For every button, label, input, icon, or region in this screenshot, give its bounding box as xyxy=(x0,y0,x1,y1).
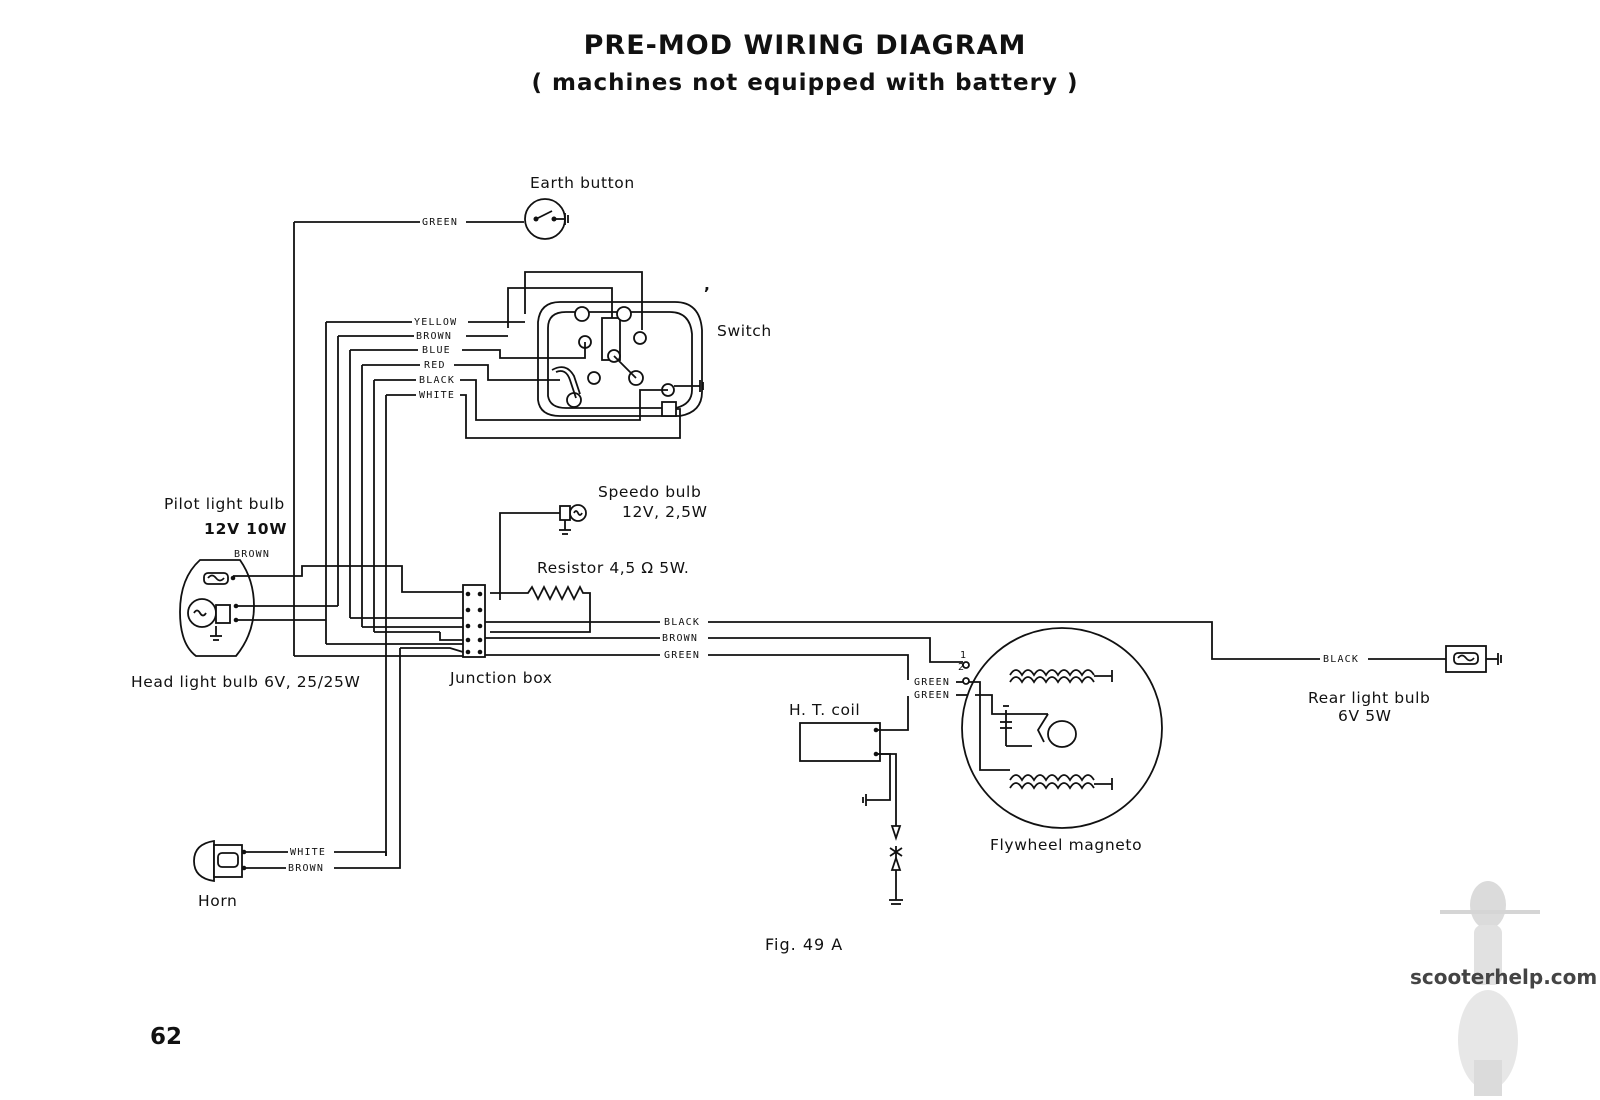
speedo-bulb-rating: 12V, 2,5W xyxy=(622,503,708,521)
magneto-terminal-1: 1 xyxy=(960,650,967,661)
wire-label-horn-brown: BROWN xyxy=(288,863,324,874)
figure-caption: Fig. 49 A xyxy=(765,935,844,954)
wire-label-switch-red: RED xyxy=(424,360,446,371)
wire-label-switch-black: BLACK xyxy=(419,375,455,386)
diagram-subtitle: ( machines not equipped with battery ) xyxy=(531,70,1079,96)
wire-label-switch-blue: BLUE xyxy=(422,345,451,356)
pilot-light-rating: 12V 10W xyxy=(204,520,287,538)
resistor-label: Resistor 4,5 Ω 5W. xyxy=(537,559,689,577)
horn-label: Horn xyxy=(198,892,237,910)
diagram-title: PRE-MOD WIRING DIAGRAM xyxy=(583,30,1027,61)
flywheel-magneto-label: Flywheel magneto xyxy=(990,836,1142,854)
ht-coil xyxy=(799,722,881,762)
switch-label: Switch xyxy=(717,322,772,340)
pilot-light-label: Pilot light bulb xyxy=(164,495,285,513)
earth-button xyxy=(524,198,569,240)
watermark-text: scooterhelp.com xyxy=(1410,965,1598,989)
ignition-switch xyxy=(537,301,704,417)
rear-light-bulb xyxy=(1445,645,1502,673)
svg-text:,: , xyxy=(704,276,711,294)
flywheel-magneto: 1 2 xyxy=(958,627,1163,829)
page-number: 62 xyxy=(150,1024,183,1050)
speedo-bulb-label: Speedo bulb xyxy=(598,483,701,501)
rear-light-rating: 6V 5W xyxy=(1338,707,1392,725)
rear-light-label: Rear light bulb xyxy=(1308,689,1431,707)
horn xyxy=(193,839,247,883)
spark-plug xyxy=(889,825,903,905)
head-light-assembly xyxy=(179,559,255,657)
speedo-bulb xyxy=(559,504,587,535)
wire-label-switch-yellow: YELLOW xyxy=(414,317,457,328)
magneto-terminal-2: 2 xyxy=(958,662,965,673)
wire-label-head-brown: BROWN xyxy=(234,549,270,560)
head-light-label: Head light bulb 6V, 25/25W xyxy=(131,673,360,691)
wire-label-coil-green-2: GREEN xyxy=(914,690,950,701)
ht-coil-label: H. T. coil xyxy=(789,701,860,719)
wire-label-earth-green: GREEN xyxy=(422,217,458,228)
junction-box xyxy=(462,584,486,658)
earth-button-label: Earth button xyxy=(530,174,635,192)
wire-label-rear-black: BLACK xyxy=(1323,654,1359,665)
wire-label-coil-green-1: GREEN xyxy=(914,677,950,688)
wire-label-switch-white: WHITE xyxy=(419,390,455,401)
scooter-watermark-image xyxy=(1440,881,1540,1096)
wire-label-jb-black: BLACK xyxy=(664,617,700,628)
wire-label-jb-brown: BROWN xyxy=(662,633,698,644)
wire-label-switch-brown: BROWN xyxy=(416,331,452,342)
junction-box-label: Junction box xyxy=(449,669,553,687)
wire-label-horn-white: WHITE xyxy=(290,847,326,858)
wire-label-jb-green: GREEN xyxy=(664,650,700,661)
